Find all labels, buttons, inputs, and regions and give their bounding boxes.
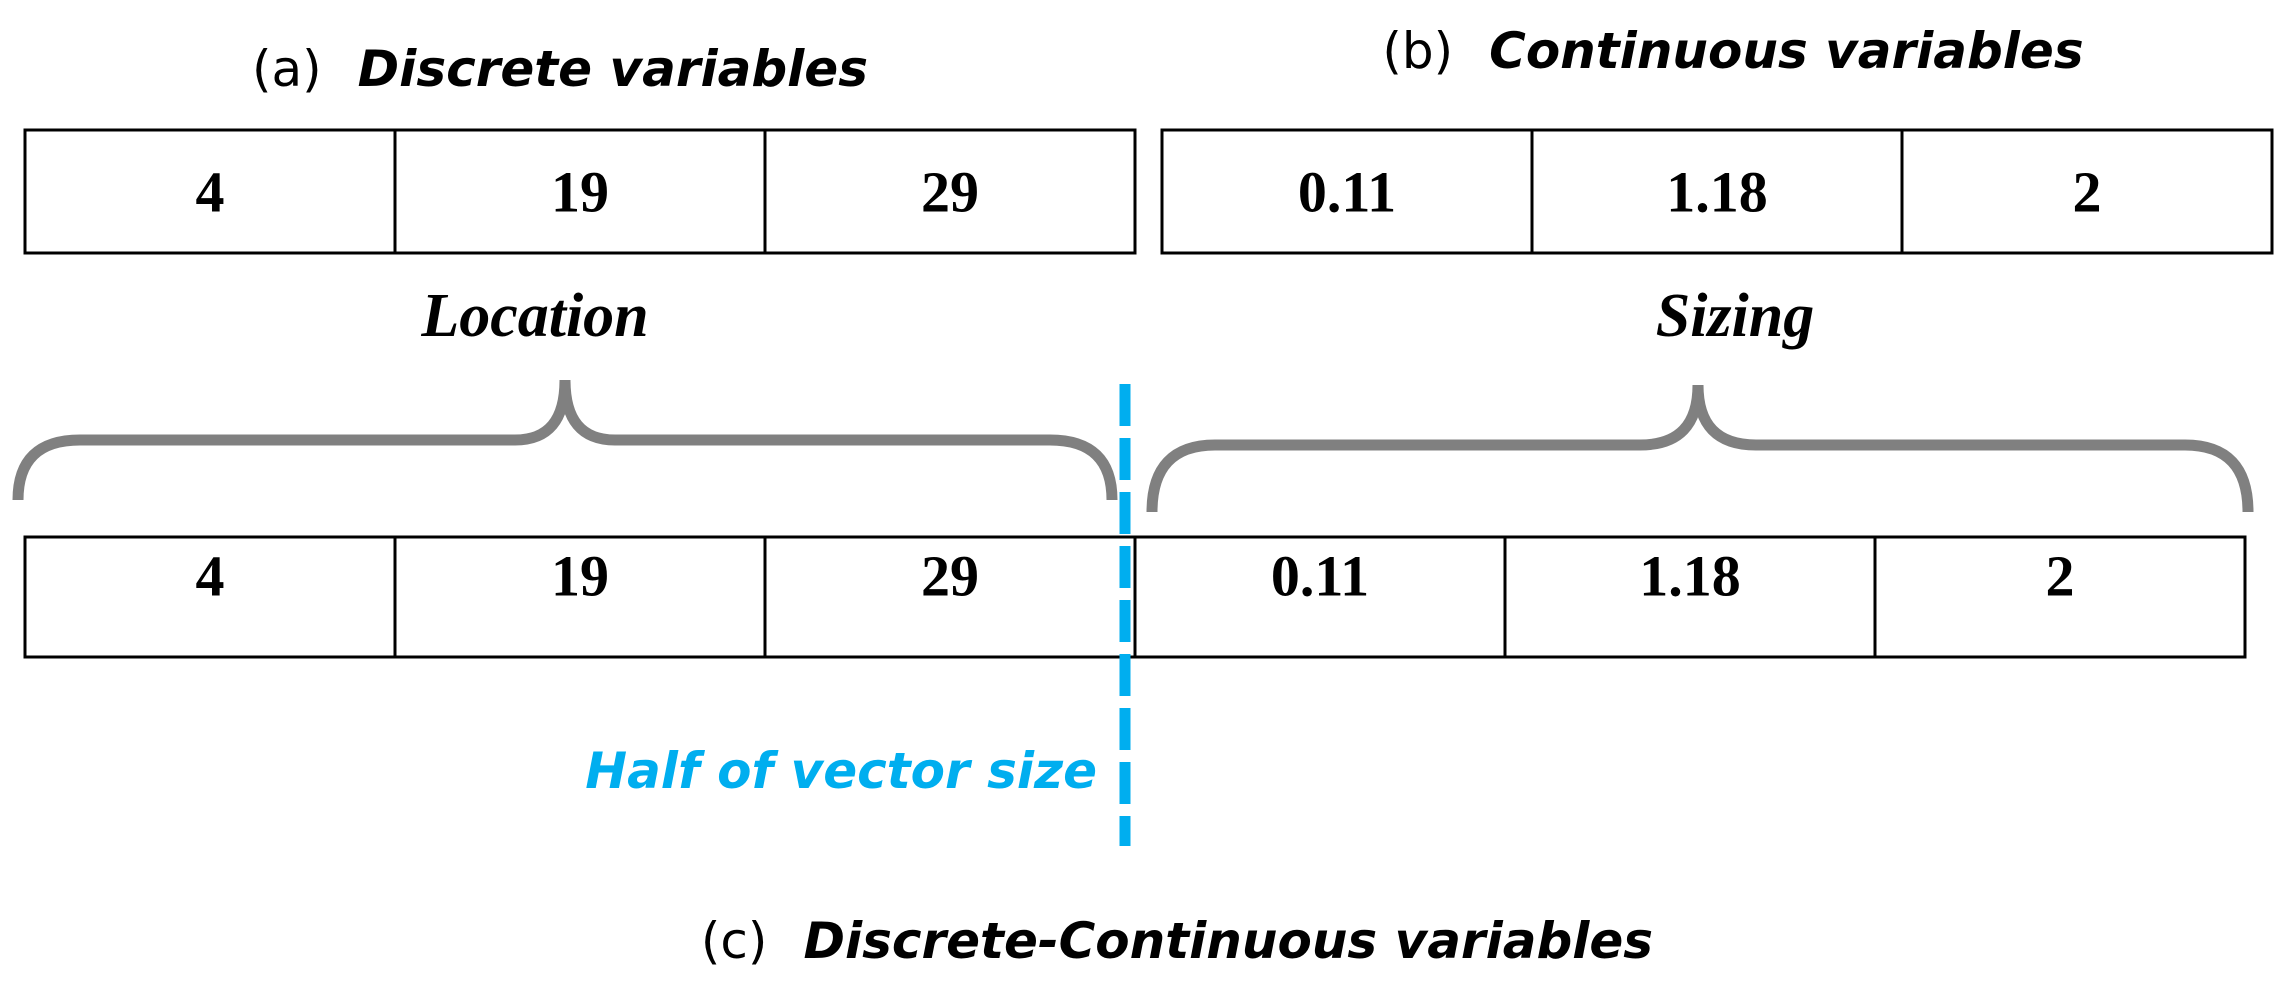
caption-a: (a) Discrete variables <box>252 40 868 98</box>
vector-c-cell-1 <box>23 535 397 659</box>
vector-a-value-1: 4 <box>196 160 225 225</box>
vector-c-cell-2 <box>393 535 767 659</box>
vector-b-cell-2 <box>1530 128 1904 255</box>
vector-c-cell-6 <box>1873 535 2247 659</box>
sizing-label: Sizing <box>1656 282 1815 350</box>
vector-a-cell-2 <box>393 128 767 255</box>
vector-c-cell-4 <box>1133 535 1507 659</box>
vector-a: 4 19 29 <box>23 128 1137 255</box>
vector-c-value-5: 1.18 <box>1639 544 1741 609</box>
caption-b-title: Continuous variables <box>1489 22 2083 80</box>
location-label: Location <box>420 282 648 350</box>
vector-b: 0.11 1.18 2 <box>1160 128 2274 255</box>
caption-a-prefix: (a) <box>252 40 322 98</box>
vector-c: 4 19 29 0.11 1.18 2 <box>23 535 2247 659</box>
vector-b-value-3: 2 <box>2073 160 2102 225</box>
vector-a-value-2: 19 <box>551 160 609 225</box>
vector-a-value-3: 29 <box>921 160 979 225</box>
caption-b-prefix: (b) <box>1382 22 1453 80</box>
caption-a-title: Discrete variables <box>358 40 868 98</box>
vector-b-value-1: 0.11 <box>1298 160 1396 225</box>
vector-b-cell-3 <box>1900 128 2274 255</box>
vector-a-cell-3 <box>763 128 1137 255</box>
vector-c-value-6: 2 <box>2046 544 2075 609</box>
half-vector-label: Half of vector size <box>585 742 1097 800</box>
vector-c-value-3: 29 <box>921 544 979 609</box>
vector-c-value-1: 4 <box>196 544 225 609</box>
vector-b-value-2: 1.18 <box>1666 160 1768 225</box>
caption-b: (b) Continuous variables <box>1382 22 2083 80</box>
caption-c-prefix: (c) <box>701 912 768 970</box>
vector-c-value-2: 19 <box>551 544 609 609</box>
vector-a-cell-1 <box>23 128 397 255</box>
vector-c-cell-3 <box>763 535 1137 659</box>
caption-c: (c) Discrete-Continuous variables <box>701 912 1653 970</box>
sizing-brace <box>1146 384 2254 513</box>
location-brace <box>12 379 1118 501</box>
caption-c-title: Discrete-Continuous variables <box>803 912 1653 970</box>
vector-c-value-4: 0.11 <box>1271 544 1369 609</box>
